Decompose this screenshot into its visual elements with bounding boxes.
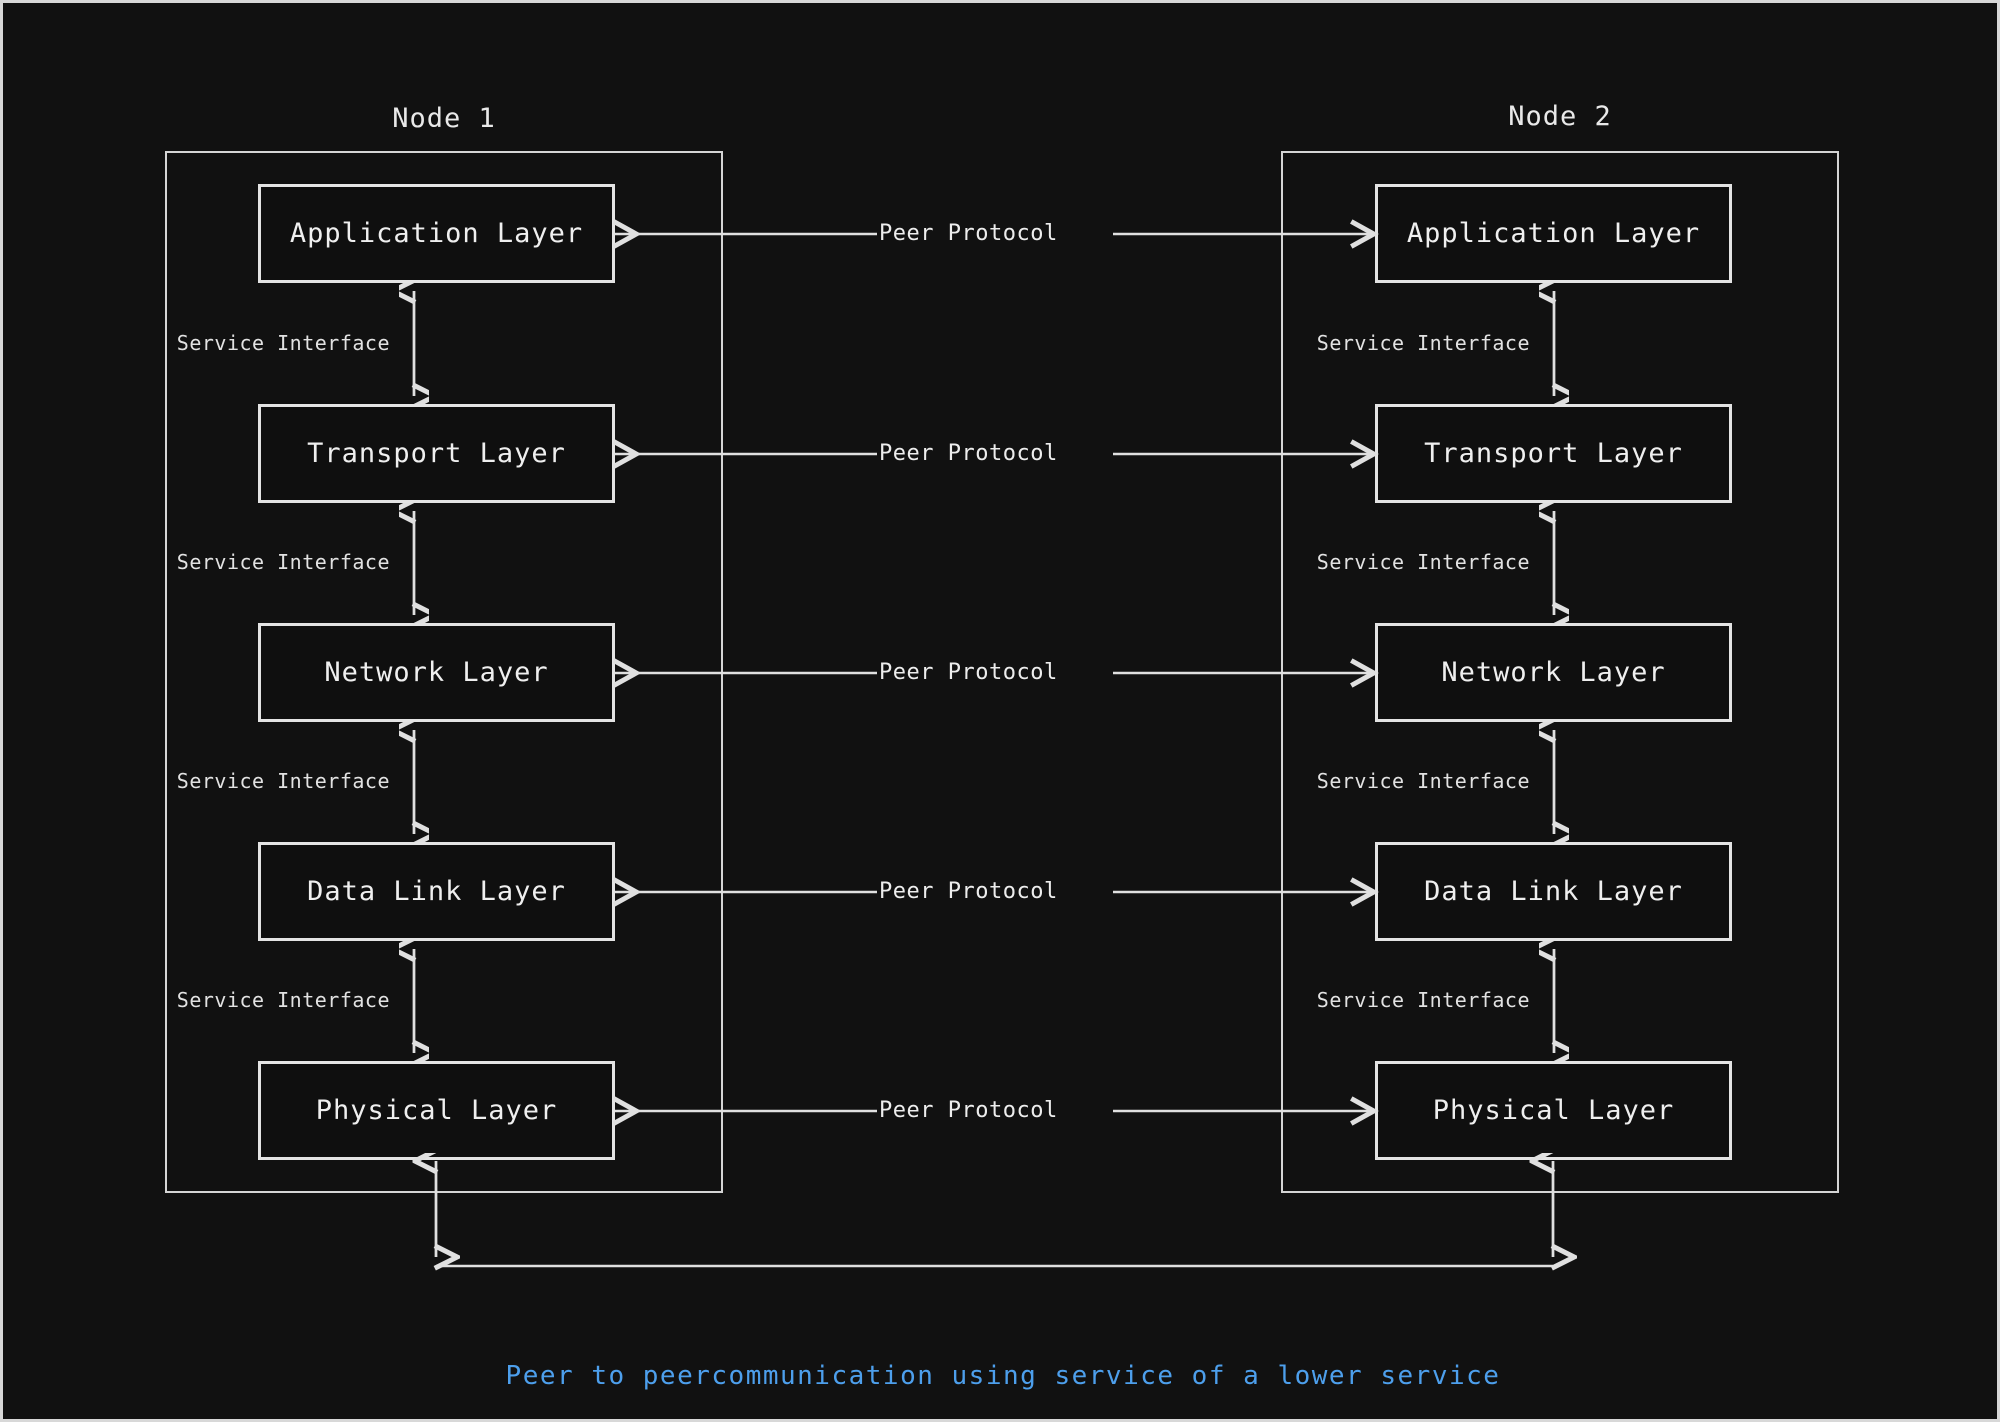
layer-box-network-node2[interactable]: Network Layer bbox=[1375, 623, 1732, 722]
peer-protocol-arrow-datalink bbox=[605, 877, 1385, 907]
layer-box-transport-node2[interactable]: Transport Layer bbox=[1375, 404, 1732, 503]
figure-caption: Peer to peercommunication using service … bbox=[505, 1361, 1501, 1391]
service-interface-arrow-node1-1 bbox=[399, 283, 429, 404]
layer-box-network-node1[interactable]: Network Layer bbox=[258, 623, 615, 722]
peer-protocol-label-physical: Peer Protocol bbox=[877, 1098, 1060, 1123]
layer-box-transport-node1[interactable]: Transport Layer bbox=[258, 404, 615, 503]
service-interface-label-node2-2: Service Interface bbox=[1316, 550, 1530, 574]
peer-protocol-arrow-physical bbox=[605, 1096, 1385, 1126]
service-interface-label-node1-3: Service Interface bbox=[176, 769, 390, 793]
service-interface-arrow-node2-1 bbox=[1539, 283, 1569, 404]
service-interface-arrow-node2-3 bbox=[1539, 722, 1569, 842]
layer-box-physical-node1[interactable]: Physical Layer bbox=[258, 1061, 615, 1160]
node-title-2: Node 2 bbox=[1508, 101, 1612, 132]
peer-protocol-arrow-transport bbox=[605, 439, 1385, 469]
peer-protocol-arrow-network bbox=[605, 658, 1385, 688]
service-interface-label-node1-1: Service Interface bbox=[176, 331, 390, 355]
layer-box-physical-node2[interactable]: Physical Layer bbox=[1375, 1061, 1732, 1160]
node-title-1: Node 1 bbox=[392, 103, 496, 134]
service-interface-label-node1-2: Service Interface bbox=[176, 550, 390, 574]
service-interface-arrow-node2-4 bbox=[1539, 941, 1569, 1061]
peer-protocol-arrow-application bbox=[605, 219, 1385, 249]
peer-protocol-label-network: Peer Protocol bbox=[877, 660, 1060, 685]
physical-medium-connector bbox=[383, 1153, 1598, 1283]
layer-box-application-node2[interactable]: Application Layer bbox=[1375, 184, 1732, 283]
layer-box-datalink-node1[interactable]: Data Link Layer bbox=[258, 842, 615, 941]
service-interface-arrow-node1-2 bbox=[399, 503, 429, 623]
peer-protocol-label-datalink: Peer Protocol bbox=[877, 879, 1060, 904]
peer-protocol-label-application: Peer Protocol bbox=[877, 221, 1060, 246]
service-interface-label-node2-4: Service Interface bbox=[1316, 988, 1530, 1012]
service-interface-arrow-node1-3 bbox=[399, 722, 429, 842]
service-interface-label-node1-4: Service Interface bbox=[176, 988, 390, 1012]
service-interface-arrow-node2-2 bbox=[1539, 503, 1569, 623]
peer-protocol-label-transport: Peer Protocol bbox=[877, 441, 1060, 466]
layer-box-application-node1[interactable]: Application Layer bbox=[258, 184, 615, 283]
layer-box-datalink-node2[interactable]: Data Link Layer bbox=[1375, 842, 1732, 941]
service-interface-arrow-node1-4 bbox=[399, 941, 429, 1061]
service-interface-label-node2-3: Service Interface bbox=[1316, 769, 1530, 793]
service-interface-label-node2-1: Service Interface bbox=[1316, 331, 1530, 355]
